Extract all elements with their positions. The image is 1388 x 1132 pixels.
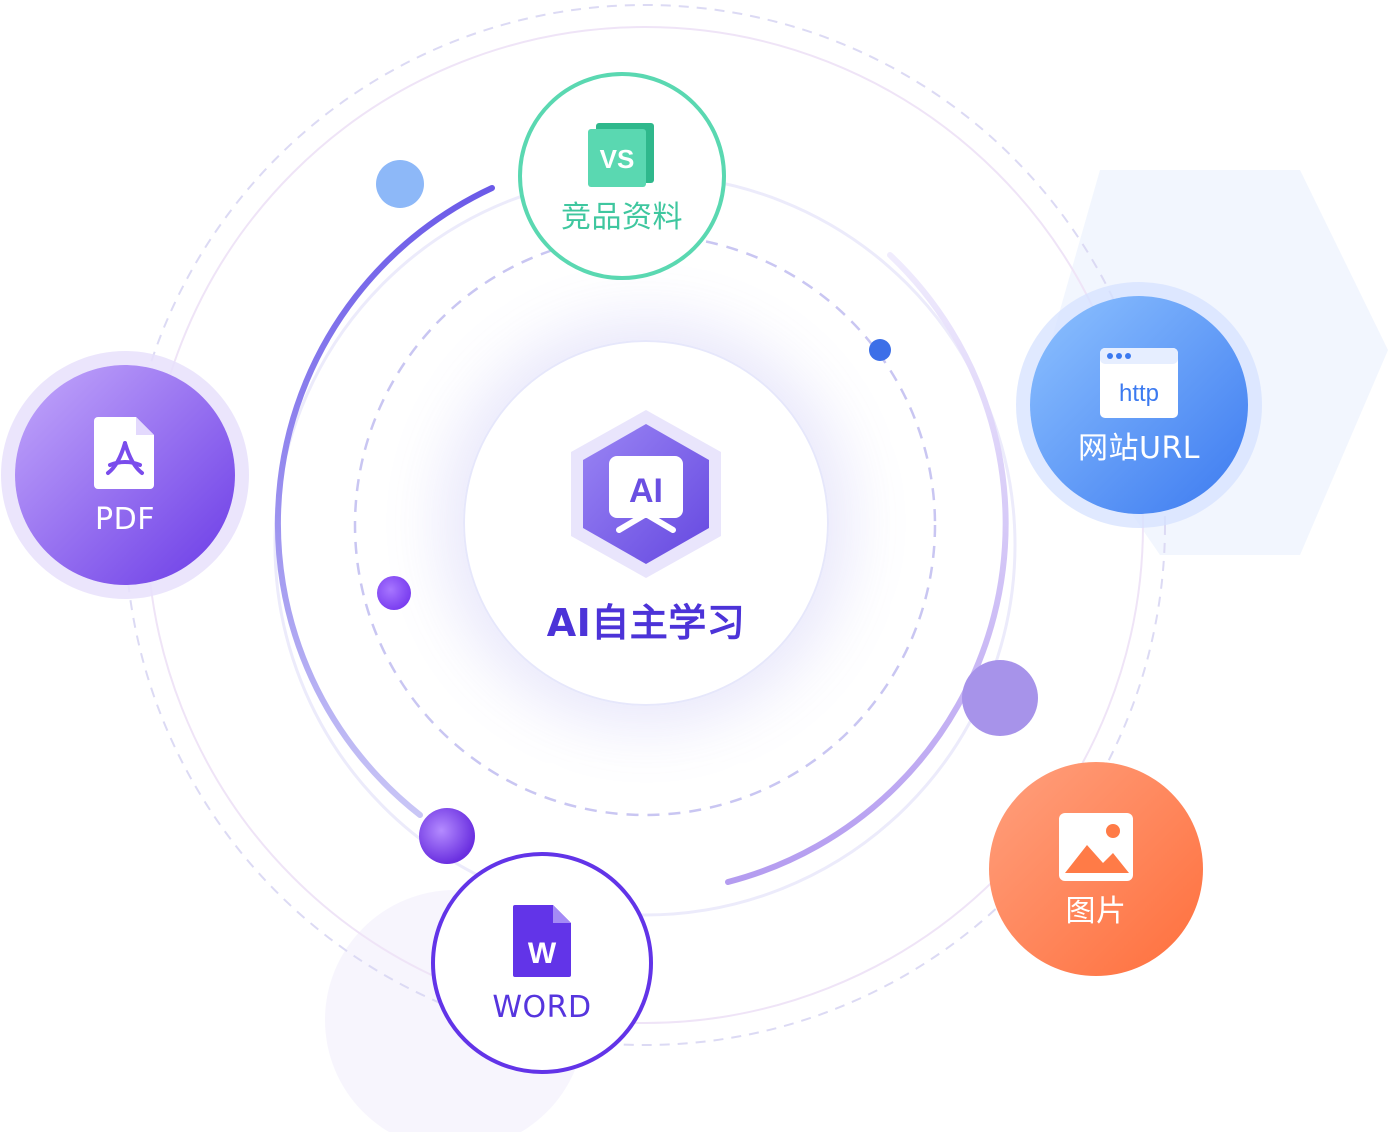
lavender-dot	[962, 660, 1038, 736]
url-label: 网站URL	[1077, 431, 1201, 466]
purple-dot	[377, 576, 411, 610]
url-node[interactable]: http 网站URL	[1030, 296, 1248, 514]
http-text: http	[1119, 380, 1159, 407]
vs-text: VS	[600, 144, 635, 174]
purple-orb	[419, 808, 475, 864]
ai-badge-text: AI	[629, 472, 663, 510]
word-label: WORD	[492, 990, 592, 1025]
word-w-text: W	[528, 937, 557, 970]
left-arc	[274, 185, 495, 818]
right-arc	[725, 252, 1009, 885]
blue-dot	[376, 160, 424, 208]
word-file-icon: W	[511, 903, 573, 983]
ai-hexagon-icon: AI	[561, 404, 731, 588]
image-label: 图片	[1065, 894, 1127, 929]
word-node[interactable]: W WORD	[431, 852, 653, 1074]
pdf-file-icon	[92, 415, 158, 495]
vs-icon: VS	[584, 119, 660, 193]
compete-node[interactable]: VS 竞品资料	[518, 72, 726, 280]
image-node[interactable]: 图片	[989, 762, 1203, 976]
compete-label: 竞品资料	[561, 200, 683, 235]
outer-dashed-ring	[124, 4, 1166, 1046]
image-icon	[1057, 811, 1135, 887]
pdf-node[interactable]: PDF	[15, 365, 235, 585]
center-label: AI自主学习	[546, 601, 746, 645]
center-node: AI AI自主学习	[463, 340, 829, 706]
small-blue-dot	[869, 339, 891, 361]
browser-http-icon: http	[1098, 346, 1180, 424]
pdf-label: PDF	[95, 502, 155, 537]
